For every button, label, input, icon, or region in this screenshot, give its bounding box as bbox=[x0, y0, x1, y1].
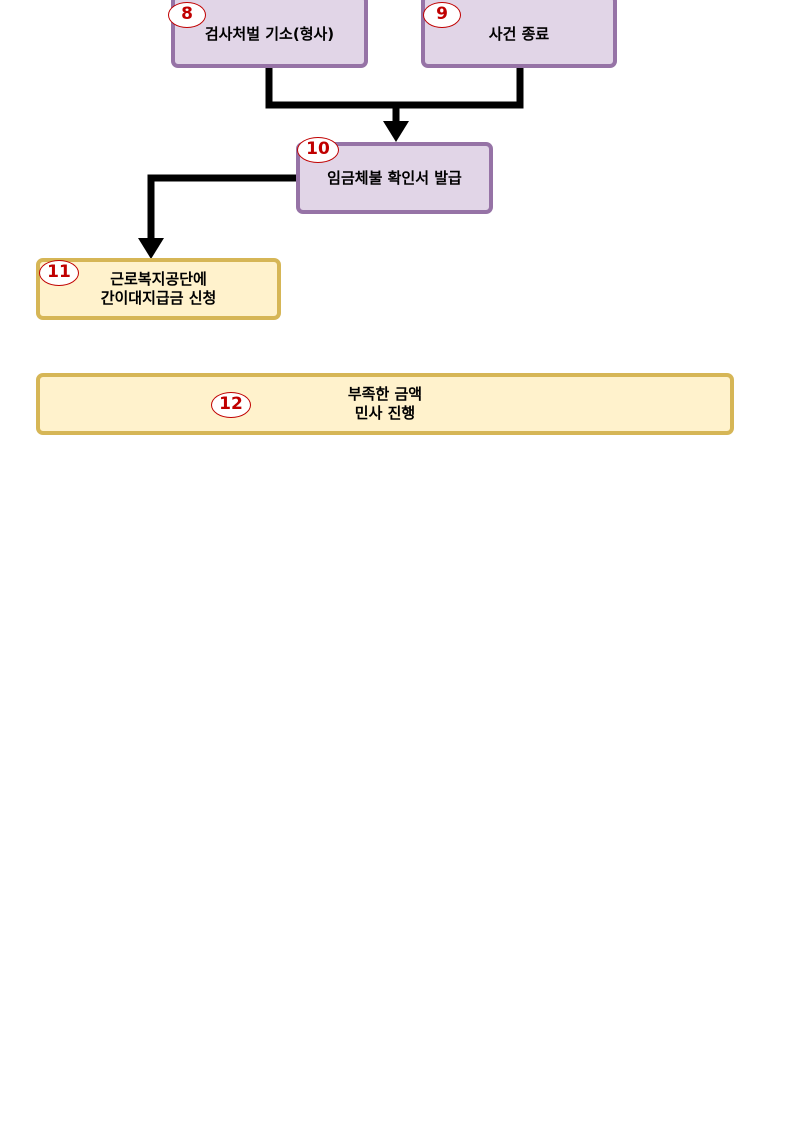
step-badge-10: 10 bbox=[297, 137, 339, 163]
step-badge-11: 11 bbox=[39, 260, 79, 286]
step-badge-12: 12 bbox=[211, 392, 251, 418]
step-badge-8: 8 bbox=[168, 2, 206, 28]
node-9-label: 사건 종료 bbox=[488, 24, 550, 43]
arrowhead-to-10 bbox=[383, 121, 409, 142]
connector-8-to-merge bbox=[265, 67, 396, 109]
node-10-wage-arrears-certificate[interactable]: 임금체불 확인서 발급 bbox=[296, 142, 493, 214]
arrowhead-to-11 bbox=[138, 238, 164, 259]
node-11-label: 근로복지공단에 간이대지급금 신청 bbox=[100, 270, 217, 307]
node-12-label: 부족한 금액 민사 진행 bbox=[347, 385, 423, 422]
node-10-label: 임금체불 확인서 발급 bbox=[327, 168, 462, 187]
node-8-label: 검사처벌 기소(형사) bbox=[204, 24, 335, 43]
connector-10-to-11 bbox=[147, 174, 298, 242]
step-badge-9: 9 bbox=[423, 2, 461, 28]
node-12-civil-proceedings[interactable]: 부족한 금액 민사 진행 bbox=[36, 373, 734, 435]
connector-9-to-merge bbox=[396, 67, 524, 109]
